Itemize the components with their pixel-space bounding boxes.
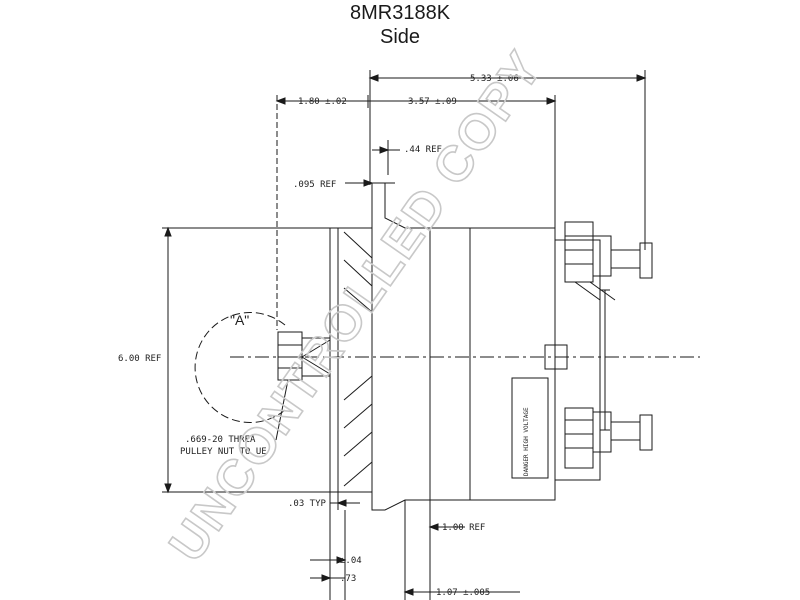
body [429, 227, 556, 501]
dim-thread-1: .669-20 THREA [185, 435, 256, 445]
leader-thread [275, 379, 289, 441]
dim-flange-thickness: .095 REF [293, 180, 336, 190]
arrow-head [368, 74, 379, 82]
center-stud [544, 344, 568, 370]
part-number-title: 8MR3188K [349, 2, 451, 24]
dim-flange-ref: .44 REF [404, 145, 442, 155]
rear-plate [554, 239, 601, 481]
dim-base-ref: 1.00 REF [442, 523, 485, 533]
detail-circle-a [194, 312, 286, 423]
dim-mount-offset: 1.07 ±.005 [436, 588, 490, 598]
dim-overall-length: 5.33 ±.06 [470, 74, 519, 84]
dim-small-offset: ±.04 [340, 556, 362, 566]
warning-label [511, 377, 549, 479]
detail-label-a: "A" [230, 312, 249, 328]
dim-thread-2: PULLEY NUT TO UE [180, 447, 267, 457]
dim-gap-typ: .03 TYP [288, 499, 327, 509]
arrow-head [636, 74, 647, 82]
terminal-upper [564, 221, 653, 301]
warning-label-text: DANGER HIGH VOLTAGE [523, 407, 530, 476]
dim-height-ref: 6.00 REF [118, 354, 161, 364]
view-title: Side [379, 26, 421, 48]
dim-mount-width: .73 [340, 574, 356, 584]
terminal-lower [564, 407, 653, 469]
dim-pulley-offset: 1.80 ±.02 [298, 97, 347, 107]
dim-body-length: 3.57 ±.09 [408, 97, 457, 107]
